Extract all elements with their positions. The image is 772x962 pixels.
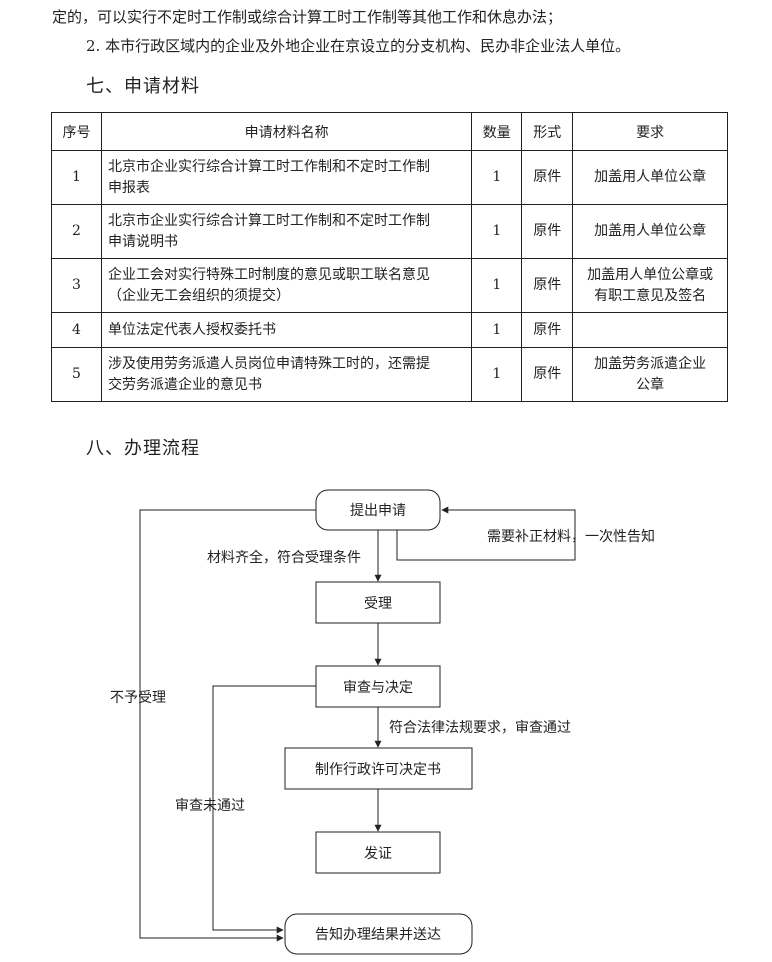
intro-line-1: 定的，可以实行不定时工作制或综合计算工时工作制等其他工作和休息办法； (52, 8, 563, 26)
label-complete: 材料齐全，符合受理条件 (207, 549, 361, 566)
label-reject: 不予受理 (110, 690, 166, 706)
table-row: 1 北京市企业实行综合计算工时工作制和不定时工作制申报表 1 原件 加盖用人单位… (51, 150, 728, 205)
label-supplement: 需要补正材料，一次性告知 (487, 528, 655, 545)
header-no: 序号 (51, 112, 102, 151)
arrow-fail-path (212, 685, 316, 934)
cell-req (572, 312, 728, 348)
flow-review-box (315, 665, 441, 708)
cell-form: 原件 (521, 150, 574, 205)
cell-req: 加盖劳务派遣企业公章 (572, 347, 728, 402)
cell-qty: 1 (471, 347, 523, 402)
cell-form: 原件 (521, 258, 574, 313)
table-header-row: 序号 申请材料名称 数量 形式 要求 (51, 112, 728, 151)
cell-no: 4 (51, 312, 102, 348)
name-line-1: 北京市企业实行综合计算工时工作制和不定时工作制 (107, 212, 430, 229)
cell-name: 企业工会对实行特殊工时制度的意见或职工联名意见 （企业无工会组织的须提交） (100, 258, 473, 313)
req-line-1: 加盖用人单位公章或 (587, 266, 714, 283)
label-pass: 符合法律法规要求，审查通过 (389, 720, 571, 736)
section-7-title: 七、申请材料 (86, 76, 200, 97)
req-line-2: 有职工意见及签名 (594, 287, 707, 304)
flow-makedoc-box (284, 747, 473, 790)
flow-accept-box (315, 581, 441, 624)
arrow-reject-path (139, 509, 316, 942)
cell-qty: 1 (471, 258, 523, 313)
name-line-1: 企业工会对实行特殊工时制度的意见或职工联名意见 (107, 266, 430, 283)
flow-review-text: 审查与决定 (343, 680, 413, 696)
intro-line-2: 2. 本市行政区域内的企业及外地企业在京设立的分支机构、民办非企业法人单位。 (86, 37, 631, 55)
table-row: 4 单位法定代表人授权委托书 1 原件 (51, 312, 728, 348)
cell-name: 单位法定代表人授权委托书 (100, 312, 473, 348)
cell-name: 涉及使用劳务派遣人员岗位申请特殊工时的，还需提交劳务派遣企业的意见书 (100, 347, 473, 402)
name-line-1: 涉及使用劳务派遣人员岗位申请特殊工时的，还需提 (107, 355, 430, 372)
name-line-2: 申请说明书 (107, 233, 178, 250)
flow-notify-box (284, 913, 473, 955)
name-line-2: （企业无工会组织的须提交） (107, 287, 290, 304)
name-line-1: 北京市企业实行综合计算工时工作制和不定时工作制 (107, 158, 430, 175)
flow-accept-text: 受理 (364, 596, 392, 612)
cell-no: 2 (51, 204, 102, 259)
req-line-2: 公章 (636, 376, 665, 393)
table-row: 3 企业工会对实行特殊工时制度的意见或职工联名意见 （企业无工会组织的须提交） 1… (51, 258, 728, 313)
process-flowchart: 提出申请 受理 审查与决定 制作行政许可决定书 发证 告知办理结果并送达 材料齐… (110, 489, 655, 955)
cell-qty: 1 (471, 204, 523, 259)
table-row: 2 北京市企业实行综合计算工时工作制和不定时工作制申请说明书 1 原件 加盖用人… (51, 204, 728, 259)
cell-form: 原件 (521, 312, 574, 348)
header-req: 要求 (572, 112, 728, 151)
cell-req: 加盖用人单位公章 (572, 204, 728, 259)
table-row: 5 涉及使用劳务派遣人员岗位申请特殊工时的，还需提交劳务派遣企业的意见书 1 原… (51, 347, 728, 402)
cell-qty: 1 (471, 312, 523, 348)
cell-name: 北京市企业实行综合计算工时工作制和不定时工作制申报表 (100, 150, 473, 205)
materials-table: 序号 申请材料名称 数量 形式 要求 1 北京市企业实行综合计算工时工作制和不定… (51, 112, 728, 402)
flow-notify-text: 告知办理结果并送达 (315, 926, 441, 943)
name-line-2: 申报表 (107, 179, 150, 196)
header-qty: 数量 (471, 112, 523, 151)
flow-makedoc-text: 制作行政许可决定书 (315, 762, 441, 778)
flow-issue-box (315, 831, 441, 874)
arrow-supplement-loop (396, 506, 576, 561)
cell-form: 原件 (521, 347, 574, 402)
cell-qty: 1 (471, 150, 523, 205)
cell-no: 3 (51, 258, 102, 313)
flow-issue-text: 发证 (364, 846, 392, 862)
name-line-2: 交劳务派遣企业的意见书 (107, 376, 262, 393)
cell-req: 加盖用人单位公章 (572, 150, 728, 205)
cell-no: 5 (51, 347, 102, 402)
cell-no: 1 (51, 150, 102, 205)
req-line-1: 加盖劳务派遣企业 (594, 355, 707, 372)
label-fail: 审查未通过 (175, 798, 245, 814)
header-name: 申请材料名称 (100, 112, 473, 151)
cell-req: 加盖用人单位公章或有职工意见及签名 (572, 258, 728, 313)
section-8-title: 八、办理流程 (86, 438, 200, 459)
header-form: 形式 (521, 112, 574, 151)
cell-form: 原件 (521, 204, 574, 259)
flow-apply-text: 提出申请 (350, 503, 406, 519)
cell-name: 北京市企业实行综合计算工时工作制和不定时工作制申请说明书 (100, 204, 473, 259)
